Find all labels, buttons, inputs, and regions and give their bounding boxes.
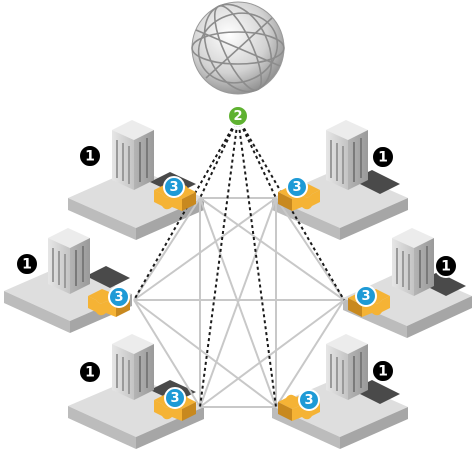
globe-icon	[191, 1, 285, 95]
connector-marker-label: 3	[170, 391, 179, 406]
hub-link	[199, 117, 239, 199]
buildings	[48, 120, 434, 400]
site-marker-label: 1	[22, 257, 32, 273]
site-marker: 1	[434, 254, 458, 278]
site-marker: 1	[371, 359, 395, 383]
mesh-link	[199, 299, 345, 408]
hub-marker: 2	[227, 105, 249, 127]
connector-marker-label: 3	[169, 180, 178, 195]
office-building-icon	[326, 120, 368, 190]
mesh-links	[133, 197, 345, 408]
mesh-link	[275, 299, 345, 408]
connector-marker: 3	[355, 285, 377, 307]
connector-marker-label: 3	[292, 180, 301, 195]
mesh-link	[133, 197, 201, 301]
hub-link	[237, 117, 345, 301]
office-building-icon	[112, 334, 154, 400]
mesh-link	[199, 197, 277, 408]
site-marker: 1	[15, 252, 39, 276]
mesh-link	[133, 299, 277, 408]
mesh-link	[199, 197, 345, 301]
office-building-icon	[48, 228, 90, 294]
office-building-icon	[112, 120, 154, 190]
markers: 2 1 3 1 3 1 3 1 3 1 3 1 3	[15, 105, 458, 411]
site-marker: 1	[78, 144, 102, 168]
site-marker-label: 1	[85, 365, 95, 381]
connector-marker-label: 3	[361, 289, 370, 304]
office-building-icon	[326, 334, 368, 400]
site-marker-label: 1	[441, 259, 451, 275]
connector-marker: 3	[164, 387, 186, 409]
hub-links	[133, 117, 345, 408]
site-marker-label: 1	[378, 150, 388, 166]
connector-marker: 3	[163, 176, 185, 198]
mesh-link	[133, 197, 277, 301]
connector-marker-label: 3	[304, 393, 313, 408]
connector-marker: 3	[298, 389, 320, 411]
office-building-icon	[392, 228, 434, 296]
site-marker-label: 1	[85, 149, 95, 165]
hub-link	[237, 117, 277, 199]
hub-marker-label: 2	[233, 109, 242, 124]
connector-marker-label: 3	[114, 290, 123, 305]
site-marker: 1	[78, 360, 102, 384]
hub-link	[199, 117, 239, 408]
hub-link	[237, 117, 277, 408]
connector-marker: 3	[108, 286, 130, 308]
mesh-link	[133, 299, 201, 408]
site-marker-label: 1	[378, 364, 388, 380]
mesh-link	[275, 197, 345, 301]
site-marker: 1	[371, 145, 395, 169]
connector-marker: 3	[286, 176, 308, 198]
